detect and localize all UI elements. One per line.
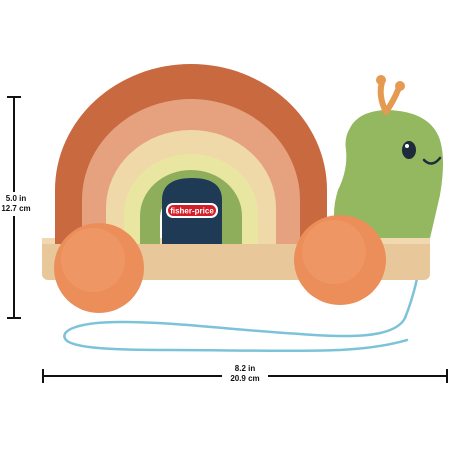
height-dimension-bottom-cap — [7, 317, 21, 319]
snail-smile — [422, 156, 442, 165]
width-dimension-right-cap — [446, 369, 448, 383]
width-dimension-label: 8.2 in 20.9 cm — [222, 362, 268, 386]
snail-eye — [402, 141, 416, 159]
brand-logo-text: fisher-price — [170, 207, 214, 216]
width-dimension-left-cap — [42, 369, 44, 383]
width-imperial: 8.2 in — [234, 364, 256, 373]
snail-body — [334, 110, 443, 238]
width-metric: 20.9 cm — [230, 374, 260, 383]
arch-4 — [124, 154, 258, 244]
arch-3 — [106, 130, 276, 244]
pull-string — [63, 178, 423, 353]
arch-outer — [55, 64, 327, 244]
height-dimension-label: 5.0 in 12.7 cm — [0, 192, 32, 216]
arch-2 — [82, 99, 300, 244]
height-imperial: 5.0 in — [5, 194, 27, 203]
height-dimension-top-cap — [7, 96, 21, 98]
height-metric: 12.7 cm — [1, 204, 31, 213]
